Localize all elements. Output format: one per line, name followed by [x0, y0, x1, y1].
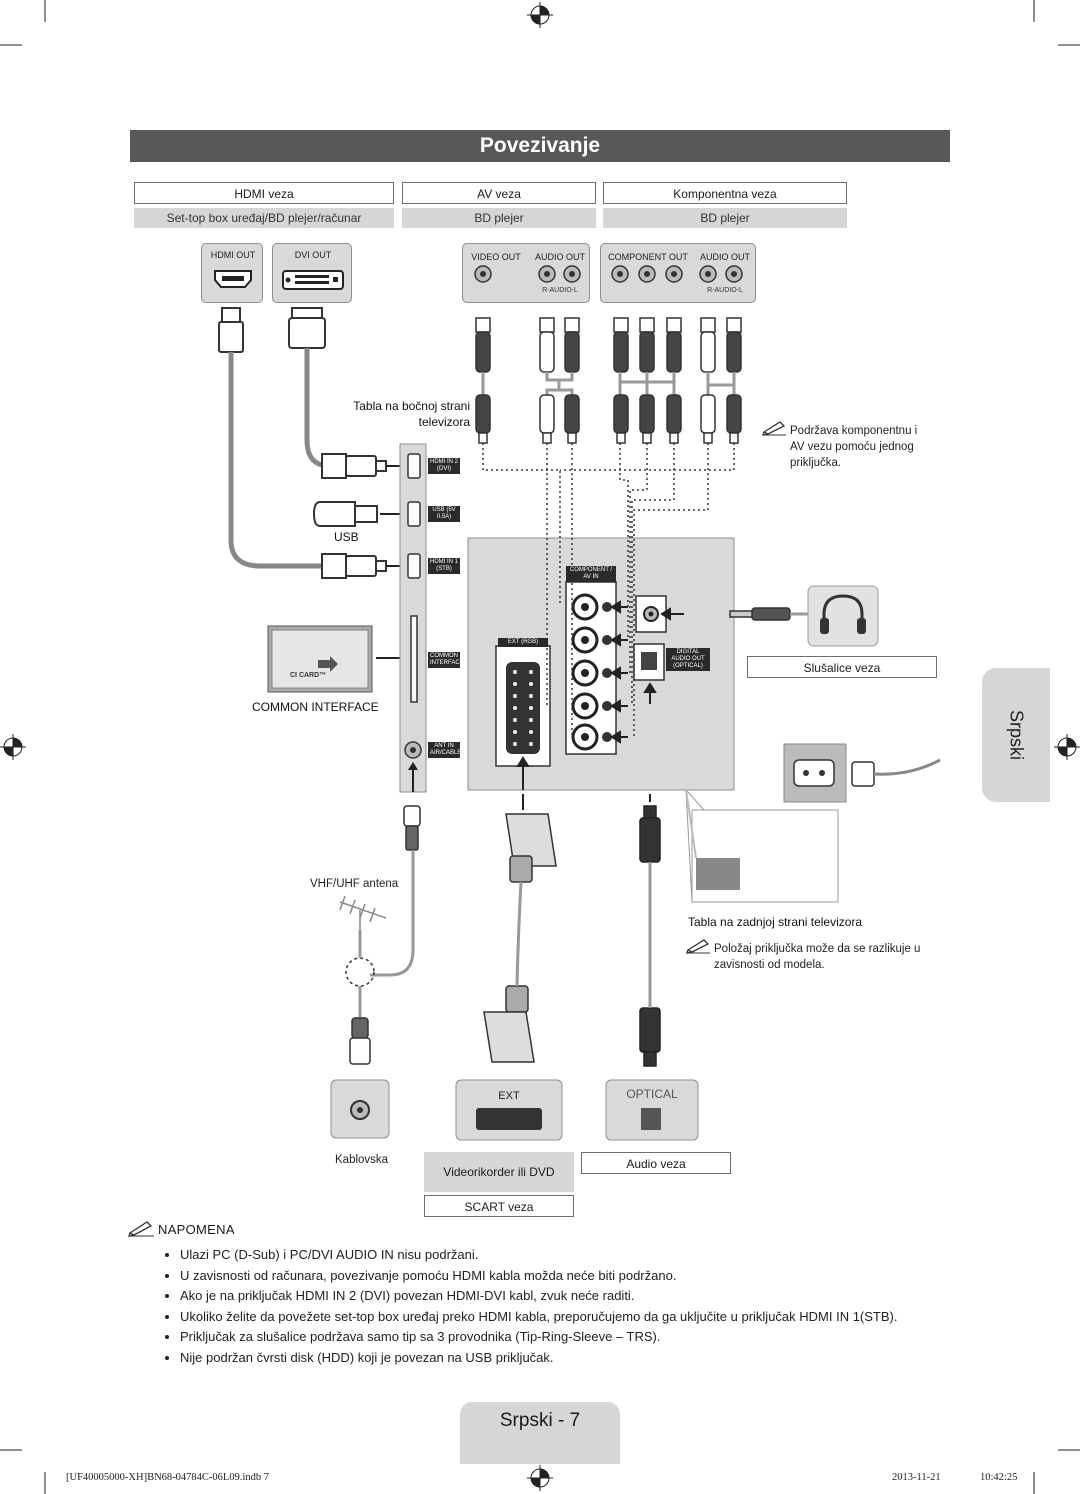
notes-section: NAPOMENA Ulazi PC (D-Sub) i PC/DVI AUDIO… [128, 1221, 958, 1368]
ext-rgb-tag: EXT (RGB) [498, 638, 548, 647]
audio-out-label: AUDIO OUT [534, 252, 585, 262]
dvi-out-label: DVI OUT [294, 250, 332, 260]
language-side-tab: Srpski [982, 668, 1050, 802]
note-pencil-icon [686, 939, 710, 954]
r-audio-l-label: R-AUDIO-L [542, 287, 578, 294]
note-pencil-icon [762, 421, 786, 436]
language-side-tab-label: Srpski [1006, 709, 1027, 761]
audio-connection-title: Audio veza [581, 1152, 731, 1174]
dvi-socket-icon [282, 270, 344, 290]
hdmi-connection-sub: Set-top box uređaj/BD plejer/računar [134, 208, 394, 228]
common-interface-tag: COMMON INTERFACE [428, 652, 464, 668]
cable-label: Kablovska [335, 1154, 389, 1166]
scart-connection-sub: Videorikorder ili DVD [424, 1152, 574, 1192]
r-audio-l-label-2: R-AUDIO-L [707, 287, 743, 294]
component-note: Podržava komponentnu i AV vezu pomoću je… [790, 425, 918, 469]
ext-label: EXT [498, 1090, 520, 1102]
print-time: 10:42:25 [980, 1472, 1018, 1483]
note-item: U zavisnosti od računara, povezivanje po… [180, 1266, 958, 1287]
hdmi-in1-tag: HDMI IN 1 (STB) [428, 558, 460, 574]
notes-list: Ulazi PC (D-Sub) i PC/DVI AUDIO IN nisu … [158, 1245, 958, 1368]
vhf-uhf-label: VHF/UHF antena [310, 878, 399, 890]
hdmi-out-label: HDMI OUT [210, 250, 256, 260]
note-item: Priključak za slušalice podržava samo ti… [180, 1327, 958, 1348]
component-connection-sub: BD plejer [603, 208, 847, 228]
hdmi-out-port: HDMI OUT [201, 243, 263, 303]
usb-label: USB [334, 530, 359, 544]
hdmi-connection-title: HDMI veza [134, 182, 394, 204]
page-title: Povezivanje [130, 130, 950, 162]
note-item: Ako je na priključak HDMI IN 2 (DVI) pov… [180, 1286, 958, 1307]
headphones-connection-title: Slušalice veza [747, 656, 937, 678]
notes-heading: NAPOMENA [158, 1222, 235, 1237]
av-connection-title: AV veza [402, 182, 596, 204]
video-out-label: VIDEO OUT [471, 252, 521, 262]
note-item: Nije podržan čvrsti disk (HDD) koji je p… [180, 1348, 958, 1369]
page-number-tab: Srpski - 7 [460, 1402, 620, 1464]
hdmi-socket-icon [214, 270, 252, 288]
hdmi-in2-tag: HDMI IN 2 (DVI) [428, 458, 460, 474]
av-connection-sub: BD plejer [402, 208, 596, 228]
position-note: Položaj priključka može da se razlikuje … [714, 943, 921, 971]
print-date: 2013-11-21 [892, 1472, 941, 1483]
note-pencil-icon [128, 1221, 154, 1237]
print-file-info: [UF40005000-XH]BN68-04784C-06L09.indb 7 [66, 1472, 269, 1483]
side-panel-label: Tabla na bočnoj strani televizora [353, 399, 470, 429]
note-item: Ulazi PC (D-Sub) i PC/DVI AUDIO IN nisu … [180, 1245, 958, 1266]
component-connection-title: Komponentna veza [603, 182, 847, 204]
component-av-in-tag: COMPONENT / AV IN [566, 566, 616, 582]
digital-audio-out-tag: DIGITAL AUDIO OUT (OPTICAL) [666, 648, 710, 671]
usb-tag: USB (5V 0.5A) [428, 506, 460, 522]
back-panel-label: Tabla na zadnjoj strani televizora [688, 915, 863, 929]
audio-out-label-2: AUDIO OUT [699, 252, 750, 262]
ci-card-label: CI CARD™ [290, 672, 327, 679]
dvi-out-port: DVI OUT [272, 243, 352, 303]
note-item: Ukoliko želite da povežete set-top box u… [180, 1307, 958, 1328]
ant-in-tag: ANT IN AIR/CABLE [428, 742, 462, 758]
common-interface-label: COMMON INTERFACE [252, 700, 379, 714]
scart-connection-title: SCART veza [424, 1195, 574, 1217]
component-out-label: COMPONENT OUT [608, 252, 688, 262]
optical-label: OPTICAL [626, 1087, 678, 1101]
